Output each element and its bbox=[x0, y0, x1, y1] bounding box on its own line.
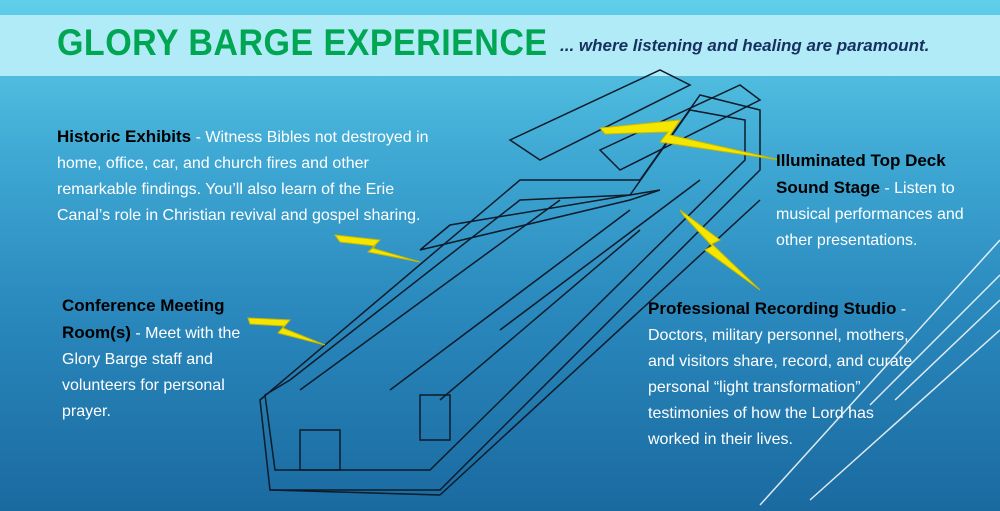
historic-exhibits: Historic Exhibits - Witness Bibles not d… bbox=[57, 124, 442, 229]
top-deck-sound-stage: Illuminated Top Deck Sound Stage - Liste… bbox=[776, 148, 976, 254]
section-heading: Professional Recording Studio bbox=[648, 299, 897, 318]
recording-studio: Professional Recording Studio - Doctors,… bbox=[648, 296, 920, 453]
tagline: ... where listening and healing are para… bbox=[560, 36, 930, 55]
decorative-lines bbox=[759, 239, 1000, 506]
bolt-icon bbox=[247, 317, 326, 346]
bolt-icon bbox=[333, 234, 421, 263]
conference-meeting-rooms: Conference Meeting Room(s) - Meet with t… bbox=[62, 293, 267, 425]
section-text: - Listen to musical performances and oth… bbox=[776, 180, 964, 249]
section-text: - Doctors, military personnel, mothers, … bbox=[648, 301, 913, 448]
section-heading: Historic Exhibits bbox=[57, 127, 192, 146]
section-text: - Witness Bibles not destroyed in home, … bbox=[57, 129, 429, 224]
section-heading: Conference Meeting Room(s) bbox=[62, 296, 225, 342]
lightning-bolts bbox=[247, 119, 781, 346]
section-text: - Meet with the Glory Barge staff and vo… bbox=[62, 325, 241, 420]
header-band bbox=[0, 15, 1000, 76]
page-title: GLORY BARGE EXPERIENCE bbox=[57, 22, 548, 63]
bolt-icon bbox=[599, 119, 781, 161]
section-heading: Illuminated Top Deck Sound Stage bbox=[776, 151, 946, 197]
bolt-icon bbox=[679, 209, 761, 291]
barge-outline bbox=[259, 69, 762, 496]
